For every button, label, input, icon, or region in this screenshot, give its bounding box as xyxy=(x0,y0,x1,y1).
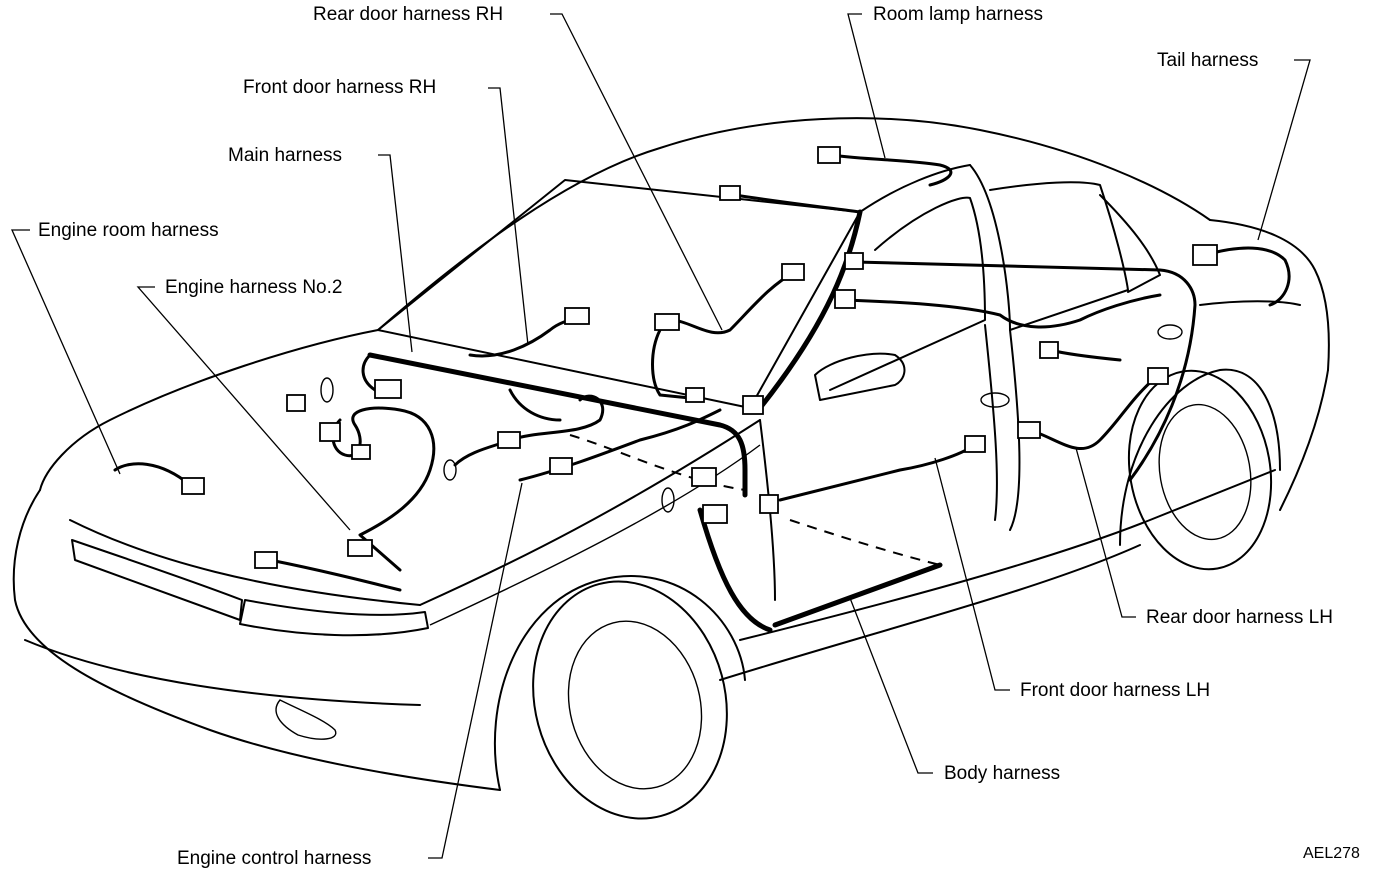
label-engine-harness-no2: Engine harness No.2 xyxy=(165,277,342,298)
connector-block xyxy=(254,551,278,569)
label-front-door-harness-lh: Front door harness LH xyxy=(1020,680,1210,701)
connector-block xyxy=(702,504,728,524)
connector-block xyxy=(759,494,779,514)
connector-block xyxy=(844,252,864,270)
figure-code: AEL278 xyxy=(1303,845,1360,862)
connector-block xyxy=(781,263,805,281)
connector-block xyxy=(374,379,402,399)
connector-block xyxy=(549,457,573,475)
connector-block xyxy=(964,435,986,453)
connector-block xyxy=(286,394,306,412)
connector-block xyxy=(1017,421,1041,439)
connector-block xyxy=(817,146,841,164)
connector-block xyxy=(497,431,521,449)
connector-block xyxy=(351,444,371,460)
label-rear-door-harness-lh: Rear door harness LH xyxy=(1146,607,1333,628)
connector-block xyxy=(1039,341,1059,359)
leader-lines xyxy=(11,13,1311,859)
connector-block xyxy=(691,467,717,487)
label-engine-room-harness: Engine room harness xyxy=(38,220,219,241)
label-rear-door-harness-rh: Rear door harness RH xyxy=(313,4,503,25)
callout-labels: Rear door harness RH Room lamp harness T… xyxy=(38,4,1360,869)
connector-block xyxy=(347,539,373,557)
connector-block xyxy=(742,395,764,415)
connector-block xyxy=(1147,367,1169,385)
label-tail-harness: Tail harness xyxy=(1157,50,1258,71)
label-main-harness: Main harness xyxy=(228,145,342,166)
car-body-outline xyxy=(12,117,1330,820)
label-front-door-harness-rh: Front door harness RH xyxy=(243,77,436,98)
connector-block xyxy=(654,313,680,331)
label-body-harness: Body harness xyxy=(944,763,1060,784)
connector-block xyxy=(564,307,590,325)
connector-block xyxy=(319,422,341,442)
connector-block xyxy=(834,289,856,309)
connector-block xyxy=(685,387,705,403)
label-room-lamp-harness: Room lamp harness xyxy=(873,4,1043,25)
connector-block xyxy=(719,185,741,201)
connector-block xyxy=(1192,244,1218,266)
label-engine-control-harness: Engine control harness xyxy=(177,848,371,869)
connector-block xyxy=(181,477,205,495)
connectors xyxy=(181,146,1218,569)
